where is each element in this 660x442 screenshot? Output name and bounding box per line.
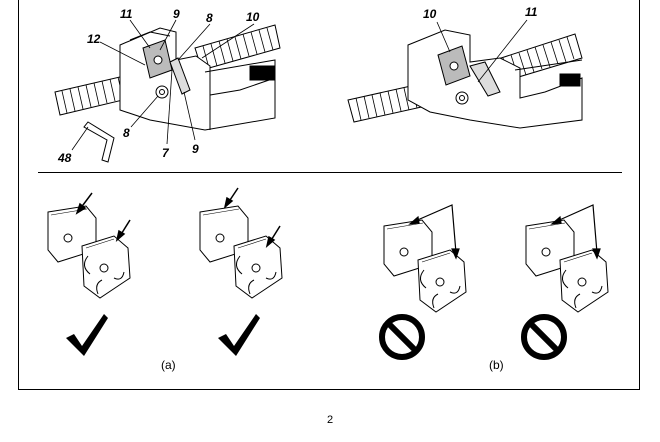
hex-key bbox=[83, 121, 115, 163]
screw-r bbox=[455, 91, 469, 105]
jaw-pair-b1 bbox=[383, 219, 467, 313]
callout-12: 12 bbox=[87, 32, 101, 46]
callout-10: 10 bbox=[246, 10, 260, 24]
arrow-b1 bbox=[408, 204, 460, 260]
caption-b: (b) bbox=[489, 358, 504, 372]
callout-8-bottom: 8 bbox=[123, 126, 130, 140]
arrow-a1-top bbox=[75, 192, 131, 243]
caption-a: (a) bbox=[161, 358, 176, 372]
callout-11: 11 bbox=[120, 7, 133, 21]
threaded-rod-left-r bbox=[347, 83, 427, 123]
checkmark-icon bbox=[66, 314, 260, 356]
prohibited-icon bbox=[379, 314, 567, 360]
jaw-clip bbox=[169, 57, 191, 95]
callout-48: 48 bbox=[58, 151, 72, 165]
jaw-pair-a1 bbox=[47, 205, 131, 299]
callout-9-top: 9 bbox=[173, 7, 180, 21]
callout-11-right: 11 bbox=[525, 5, 538, 19]
jaw-block-left bbox=[142, 39, 173, 79]
jaw-pair-a2 bbox=[199, 205, 283, 299]
section-divider bbox=[38, 172, 622, 173]
jaw-clip-r bbox=[469, 61, 501, 97]
callout-7: 7 bbox=[162, 146, 169, 160]
callout-9-bottom: 9 bbox=[192, 142, 199, 156]
page-frame bbox=[18, 0, 640, 390]
leader-lines-left bbox=[71, 19, 255, 151]
leader-lines-right bbox=[436, 19, 528, 83]
arrow-a2 bbox=[223, 187, 281, 249]
screw bbox=[155, 85, 169, 99]
callout-10-right: 10 bbox=[423, 7, 437, 21]
page-number: 2 bbox=[326, 414, 334, 426]
arrow-b2 bbox=[550, 204, 601, 260]
jaw-block-right bbox=[437, 45, 471, 86]
callout-8-top: 8 bbox=[206, 11, 213, 25]
